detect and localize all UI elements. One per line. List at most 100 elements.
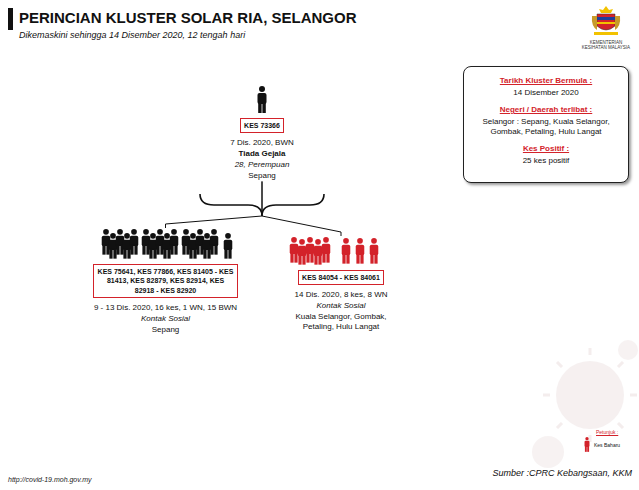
person-head: [371, 238, 377, 244]
person-leg: [116, 244, 119, 254]
logo-ribbon: [594, 32, 618, 35]
people-icons: [286, 236, 396, 266]
summary-box: Tarikh Kluster Bermula : 14 Disember 2020…: [463, 66, 629, 183]
node-text: Sepang: [212, 171, 312, 181]
person-leg: [153, 248, 156, 258]
person-icon: [342, 238, 351, 264]
ministry-logo: [592, 6, 620, 35]
person-leg: [374, 253, 377, 263]
person-leg: [258, 102, 261, 113]
person-leg: [360, 253, 363, 263]
case-group: KES 84054 - KES 84061 14 Dis. 2020, 8 kes…: [283, 236, 399, 332]
person-icon: [356, 238, 365, 264]
person-icon: [314, 239, 323, 265]
person-leg: [356, 253, 359, 263]
source-url: http://covid-19.moh.gov.my: [8, 476, 208, 484]
logo-stripe: [597, 22, 615, 24]
person-leg: [262, 102, 265, 113]
person-leg: [196, 244, 199, 254]
branch-connector: [262, 181, 341, 236]
person-leg: [322, 252, 325, 262]
person-leg: [134, 244, 137, 254]
person-leg: [587, 446, 589, 452]
node-text: Tarikh Kluster Bermula :: [470, 76, 622, 86]
person-leg: [170, 244, 173, 254]
legend-sample: [582, 437, 592, 453]
case-group: KES 75641, KES 77866, KES 81405 - KES 81…: [93, 228, 238, 335]
person-head: [131, 229, 137, 235]
person-head: [315, 239, 321, 245]
person-head: [117, 229, 123, 235]
person-leg: [156, 244, 159, 254]
person-head: [259, 86, 265, 92]
node-text: 14 Dis. 2020, 8 kes, 8 WN: [283, 290, 399, 300]
person-leg: [174, 244, 177, 254]
person-leg: [102, 244, 105, 254]
person-head: [124, 233, 130, 239]
person-leg: [346, 253, 349, 263]
branch-connector: [166, 181, 263, 228]
virus-watermark: [532, 340, 638, 468]
legend-heading: Petunjuk :: [596, 430, 634, 436]
person-icon: [209, 229, 218, 255]
person-leg: [314, 254, 317, 264]
title-bar: [8, 8, 13, 30]
person-head: [204, 233, 210, 239]
person-icon: [258, 86, 267, 113]
node-text: Tiada Gejala: [212, 149, 312, 159]
person-leg: [182, 244, 185, 254]
person-head: [291, 237, 297, 243]
node-text: 9 - 13 Dis. 2020, 16 kes, 1 WN, 15 BWN: [93, 303, 238, 313]
person-icon: [223, 233, 232, 259]
person-head: [190, 233, 196, 239]
person-leg: [370, 253, 373, 263]
node-text: 14 Disember 2020: [470, 88, 622, 98]
logo-crest: [599, 6, 613, 13]
case-id-box: KES 84054 - KES 84061: [298, 270, 384, 285]
node-text: 25 kes positif: [470, 156, 622, 166]
virus-body: [532, 436, 564, 468]
person-leg: [585, 446, 587, 452]
case-group: KES 73366 7 Dis. 2020, BWNTiada Gejala28,…: [212, 86, 312, 181]
legend-entry: Kes Baharu: [582, 437, 620, 453]
person-leg: [214, 244, 217, 254]
virus-spikes: [543, 348, 637, 442]
diagram-title: PERINCIAN KLUSTER SOLAR RIA, SELANGOR: [19, 9, 357, 26]
legend-text: Kes Baharu: [594, 442, 620, 448]
node-text: Kuala Selangor, Gombak, Petaling, Hulu L…: [283, 312, 399, 332]
person-icon: [322, 237, 331, 263]
person-head: [110, 233, 116, 239]
person-leg: [207, 248, 210, 258]
person-head: [307, 237, 313, 243]
node-text: 7 Dis. 2020, BWN: [212, 138, 312, 148]
person-leg: [210, 244, 213, 254]
person-leg: [193, 248, 196, 258]
person-leg: [306, 252, 309, 262]
person-head: [143, 229, 149, 235]
person-leg: [167, 248, 170, 258]
person-head: [299, 239, 305, 245]
person-head: [225, 233, 231, 239]
person-leg: [326, 252, 329, 262]
person-leg: [130, 244, 133, 254]
people-icons: [96, 228, 236, 262]
node-text: Selangor : Sepang, Kuala Selangor, Gomba…: [470, 117, 622, 137]
person-leg: [203, 248, 206, 258]
person-leg: [342, 253, 345, 263]
person-leg: [294, 252, 297, 262]
person-icon: [306, 237, 315, 263]
person-leg: [163, 248, 166, 258]
node-text: Kes Positif :: [470, 144, 622, 154]
logo-caption: KEMENTERIAN KESIHATAN MALAYSIA: [578, 40, 634, 50]
person-head: [197, 229, 203, 235]
person-leg: [228, 248, 231, 258]
person-head: [343, 238, 349, 244]
node-text: Negeri / Daerah terlibat :: [470, 105, 622, 115]
person-head: [157, 229, 163, 235]
node-text: Kontak Sosial: [93, 314, 238, 324]
person-leg: [123, 248, 126, 258]
node-text: 28, Perempuan: [212, 160, 312, 170]
case-id-box: KES 73366: [240, 118, 284, 133]
person-leg: [109, 248, 112, 258]
